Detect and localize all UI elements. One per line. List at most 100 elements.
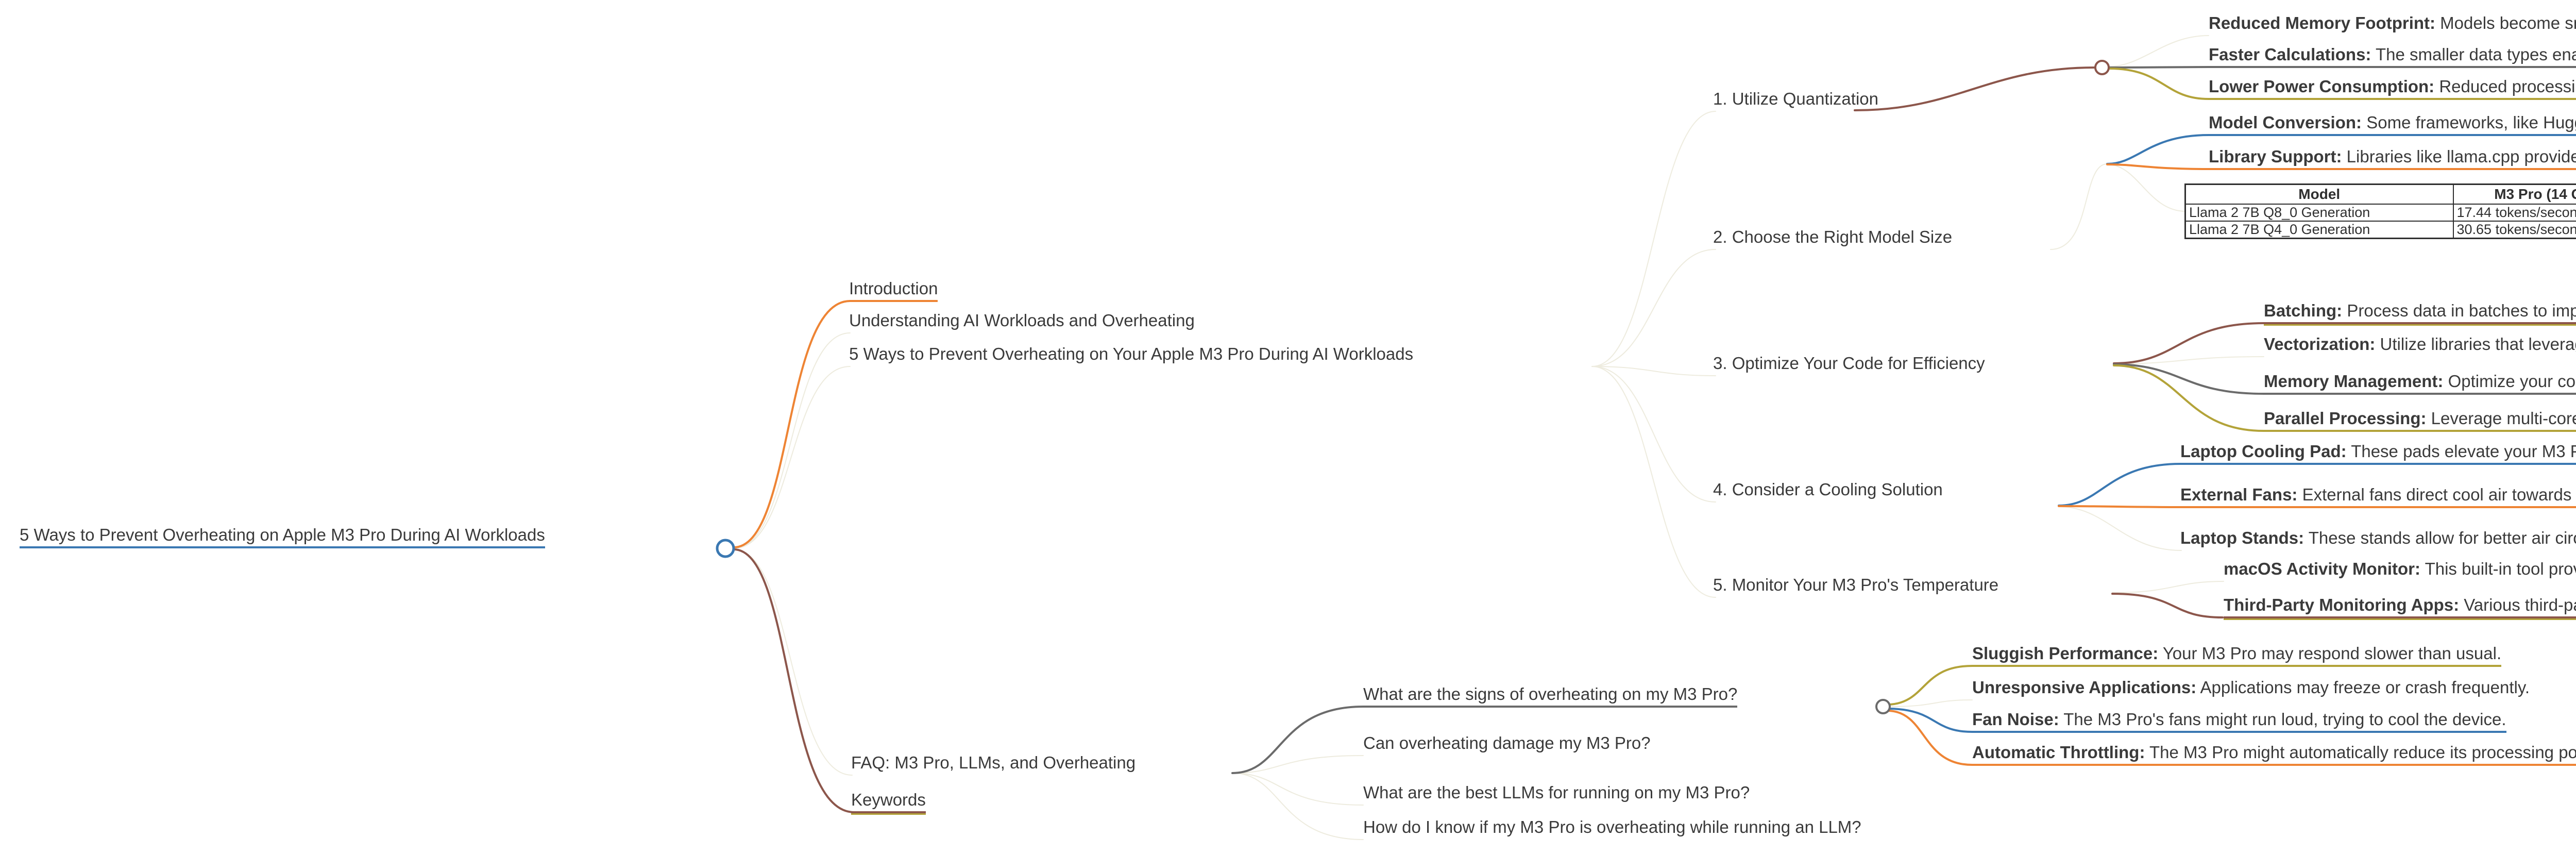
link-root-keywords — [733, 548, 855, 813]
table-row: Llama 2 7B Q4_0 Generation 30.65 tokens/… — [2184, 221, 2576, 239]
table-row: Llama 2 7B Q8_0 Generation 17.44 tokens/… — [2184, 204, 2576, 222]
node-laptop-cooling-pad[interactable]: Laptop Cooling Pad: These pads elevate y… — [2180, 440, 2576, 465]
term-label: Unresponsive Applications: — [1972, 678, 2197, 697]
link-model-conversion — [2106, 134, 2210, 165]
node-label: 4. Consider a Cooling Solution — [1713, 480, 1943, 499]
faint-links — [733, 35, 2264, 840]
link-cooling-pad — [2058, 463, 2181, 507]
node-faster-calculations[interactable]: Faster Calculations: The smaller data ty… — [2209, 43, 2576, 68]
node-model-conversion[interactable]: Model Conversion: Some frameworks, like … — [2209, 111, 2576, 136]
node-understanding-ai-workloads[interactable]: Understanding AI Workloads and Overheati… — [849, 309, 1195, 332]
cell-model-q4: Llama 2 7B Q4_0 Generation — [2184, 221, 2454, 239]
node-vectorization[interactable]: Vectorization: Utilize libraries that le… — [2264, 333, 2576, 356]
desc-text: The smaller data types enable quicker op… — [2375, 45, 2576, 64]
term-label: Third-Party Monitoring Apps: — [2224, 595, 2460, 614]
term-label: Laptop Stands: — [2180, 528, 2304, 547]
node-label: What are the signs of overheating on my … — [1363, 684, 1738, 704]
node-label: 5 Ways to Prevent Overheating on Your Ap… — [849, 344, 1414, 363]
desc-text: These pads elevate your M3 Pro and provi… — [2351, 442, 2576, 461]
link-batching — [2113, 322, 2265, 364]
node-laptop-stands[interactable]: Laptop Stands: These stands allow for be… — [2180, 527, 2576, 549]
node-section-5-monitor-temp[interactable]: 5. Monitor Your M3 Pro's Temperature — [1713, 574, 1998, 596]
link-faq-question1 — [1231, 706, 1364, 774]
desc-text: External fans direct cool air towards th… — [2302, 485, 2576, 504]
desc-text: Models become smaller, using less memory… — [2440, 13, 2576, 32]
node-label: 1. Utilize Quantization — [1713, 89, 1878, 108]
root-label: 5 Ways to Prevent Overheating on Apple M… — [20, 525, 545, 544]
term-label: Parallel Processing: — [2264, 409, 2427, 428]
link-faster-calculations — [2108, 66, 2210, 69]
node-batching[interactable]: Batching: Process data in batches to imp… — [2264, 299, 2576, 324]
desc-text: Reduced processing demands lead to less … — [2439, 77, 2576, 96]
root-collapse-circle[interactable] — [716, 539, 735, 558]
quantization-collapse-circle[interactable] — [2094, 60, 2110, 75]
node-label: FAQ: M3 Pro, LLMs, and Overheating — [851, 753, 1136, 772]
node-label: Keywords — [851, 790, 926, 809]
term-label: Reduced Memory Footprint: — [2209, 13, 2436, 32]
desc-text: Your M3 Pro may respond slower than usua… — [2158, 644, 2502, 663]
link-library-support — [2106, 163, 2210, 170]
node-keywords[interactable]: Keywords — [851, 789, 926, 813]
node-automatic-throttling[interactable]: Automatic Throttling: The M3 Pro might a… — [1972, 741, 2576, 766]
link-parallel-processing — [2113, 364, 2265, 432]
term-label: Library Support: — [2209, 147, 2342, 166]
node-sluggish-performance[interactable]: Sluggish Performance: Your M3 Pro may re… — [1972, 642, 2502, 667]
link-third-party-apps — [2111, 593, 2224, 618]
term-label: Faster Calculations: — [2209, 45, 2371, 64]
node-parallel-processing[interactable]: Parallel Processing: Leverage multi-core… — [2264, 407, 2576, 432]
link-memory-management — [2113, 363, 2265, 395]
node-unresponsive-applications[interactable]: Unresponsive Applications: Applications … — [1972, 676, 2530, 699]
node-macos-activity-monitor[interactable]: macOS Activity Monitor: This built-in to… — [2224, 558, 2576, 580]
desc-text: Optimize your code to manage memory effi… — [2448, 372, 2576, 391]
node-label: Understanding AI Workloads and Overheati… — [849, 311, 1195, 330]
cell-q8-14gpu: 17.44 tokens/second — [2452, 204, 2576, 222]
link-root-introduction — [733, 300, 851, 548]
term-label: Sluggish Performance: — [1972, 644, 2159, 663]
node-reduced-memory-footprint[interactable]: Reduced Memory Footprint: Models become … — [2209, 12, 2576, 35]
link-sluggish — [1889, 665, 1973, 706]
desc-text: This built-in tool provides detailed inf… — [2425, 559, 2576, 578]
node-memory-management[interactable]: Memory Management: Optimize your code to… — [2264, 370, 2576, 395]
link-lower-power — [2108, 68, 2210, 100]
node-introduction[interactable]: Introduction — [849, 277, 938, 302]
link-automatic-throttling — [1888, 710, 1973, 766]
col-header-14gpu: M3 Pro (14 GPU Cores) — [2452, 183, 2576, 205]
node-fan-noise[interactable]: Fan Noise: The M3 Pro's fans might run l… — [1972, 708, 2506, 733]
link-quantization-junction — [1854, 66, 2096, 111]
term-label: Model Conversion: — [2209, 113, 2362, 132]
node-library-support[interactable]: Library Support: Libraries like llama.cp… — [2209, 145, 2576, 170]
link-fan-noise — [1889, 708, 1973, 733]
term-label: macOS Activity Monitor: — [2224, 559, 2420, 578]
node-question-can-overheating-damage[interactable]: Can overheating damage my M3 Pro? — [1363, 732, 1651, 755]
node-five-ways-heading[interactable]: 5 Ways to Prevent Overheating on Your Ap… — [849, 343, 1413, 365]
node-label: 2. Choose the Right Model Size — [1713, 227, 1953, 246]
node-label: Can overheating damage my M3 Pro? — [1363, 733, 1651, 752]
desc-text: Some frameworks, like Hugging Face, offe… — [2366, 113, 2576, 132]
desc-text: The M3 Pro's fans might run loud, trying… — [2059, 710, 2506, 729]
node-section-2-model-size[interactable]: 2. Choose the Right Model Size — [1713, 226, 1952, 248]
node-label: What are the best LLMs for running on my… — [1363, 783, 1750, 802]
node-external-fans[interactable]: External Fans: External fans direct cool… — [2180, 483, 2576, 508]
node-section-4-cooling[interactable]: 4. Consider a Cooling Solution — [1713, 478, 1943, 501]
node-section-3-optimize-code[interactable]: 3. Optimize Your Code for Efficiency — [1713, 352, 1985, 375]
benchmark-table: Model M3 Pro (14 GPU Cores) M3 Pro (18 G… — [2184, 183, 2576, 239]
term-label: Memory Management: — [2264, 372, 2444, 391]
faq-question1-collapse-circle[interactable] — [1875, 699, 1891, 714]
node-question-signs-of-overheating[interactable]: What are the signs of overheating on my … — [1363, 683, 1738, 708]
root-node[interactable]: 5 Ways to Prevent Overheating on Apple M… — [20, 524, 545, 548]
node-label: 5. Monitor Your M3 Pro's Temperature — [1713, 575, 1999, 594]
desc-text: Applications may freeze or crash frequen… — [2196, 678, 2530, 697]
node-faq-heading[interactable]: FAQ: M3 Pro, LLMs, and Overheating — [851, 751, 1136, 774]
node-third-party-monitoring-apps[interactable]: Third-Party Monitoring Apps: Various thi… — [2224, 594, 2576, 618]
node-lower-power-consumption[interactable]: Lower Power Consumption: Reduced process… — [2209, 75, 2576, 100]
node-label: Introduction — [849, 279, 938, 298]
node-section-1-quantization[interactable]: 1. Utilize Quantization — [1713, 88, 1878, 110]
desc-text: Utilize libraries that leverage vector i… — [2380, 334, 2576, 354]
node-question-how-do-i-know[interactable]: How do I know if my M3 Pro is overheatin… — [1363, 816, 1861, 839]
desc-text: Leverage multi-core processing capabilit… — [2431, 409, 2576, 428]
node-question-best-llms[interactable]: What are the best LLMs for running on my… — [1363, 781, 1750, 804]
node-label: How do I know if my M3 Pro is overheatin… — [1363, 817, 1861, 836]
term-label: Fan Noise: — [1972, 710, 2059, 729]
